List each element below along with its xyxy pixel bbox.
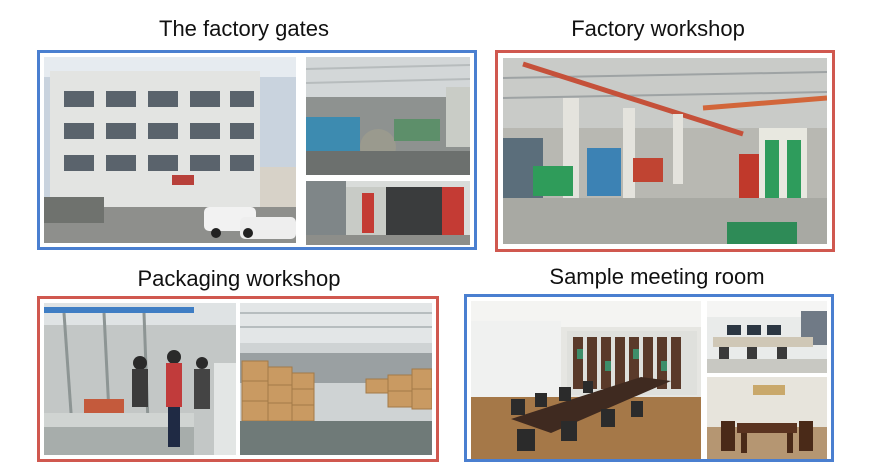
photo-workshop-floor bbox=[503, 58, 827, 244]
photo-factory-gate bbox=[306, 181, 470, 245]
panel-factory-gates bbox=[37, 50, 477, 250]
panel-factory-workshop bbox=[495, 50, 835, 252]
photo-factory-building bbox=[44, 57, 296, 243]
photo-meeting-table bbox=[471, 301, 701, 459]
panel-title-factory-gates: The factory gates bbox=[159, 16, 329, 41]
photo-packaging-line bbox=[44, 303, 236, 455]
photo-warehouse-interior bbox=[306, 57, 470, 175]
panel-packaging-workshop bbox=[37, 296, 439, 462]
panel-title-packaging-workshop: Packaging workshop bbox=[137, 266, 341, 291]
photo-meeting-tea-room bbox=[707, 377, 827, 459]
panel-title-factory-workshop: Factory workshop bbox=[571, 16, 745, 41]
panel-sample-meeting-room bbox=[464, 294, 834, 462]
photo-packaging-boxes bbox=[240, 303, 432, 455]
photo-meeting-office bbox=[707, 301, 827, 373]
panel-title-sample-meeting-room: Sample meeting room bbox=[549, 264, 765, 289]
